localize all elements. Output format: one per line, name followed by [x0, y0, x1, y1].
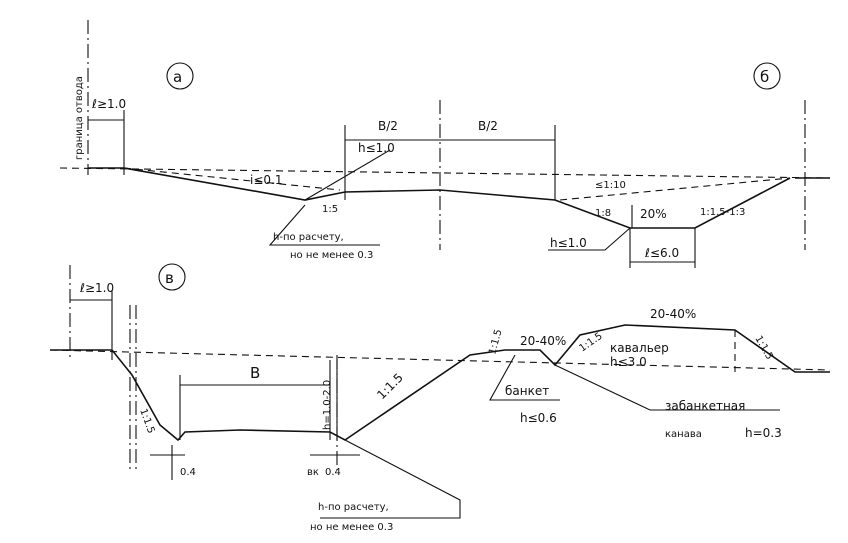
ditch-1: забанкетная	[665, 399, 745, 413]
ditch-leader	[554, 364, 780, 411]
slope-1-15: 1:1.5-1:3	[700, 207, 745, 218]
cav-label: кавальер	[610, 341, 669, 355]
top-profile	[123, 167, 791, 229]
l-le-6: ℓ≤6.0	[644, 246, 679, 260]
l-min-bottom: ℓ≥1.0	[79, 281, 114, 295]
slope-bank: 1:1.5	[487, 328, 504, 356]
bottom-profile	[50, 324, 830, 442]
marker-b: б	[760, 68, 769, 86]
h-le-leader	[548, 227, 631, 251]
bk-label: вк	[307, 467, 319, 478]
top-section: граница отвода ℓ≥1.0 а б 1:5 i≤0.1 B/2	[59, 20, 831, 268]
bottom-section: в ℓ≥1.0 B h=1.0-2.0 1:1.5 1:1.5 0.4	[49, 263, 831, 533]
h-le-1: h≤1.0	[358, 141, 395, 155]
dash-slope-left	[123, 167, 341, 191]
marker-a-circle	[166, 62, 194, 90]
l-min-label: ℓ≥1.0	[91, 97, 126, 111]
ditch-2: канава	[665, 429, 702, 440]
slope-i: i≤0.1	[250, 173, 282, 187]
slope-1-5-line	[304, 149, 391, 201]
slope-cav-right: 1:1.5	[752, 334, 774, 362]
h-le-1-b: h≤1.0	[550, 236, 587, 250]
pct-20: 20%	[640, 207, 667, 221]
h-range: h=1.0-2.0	[322, 380, 333, 430]
dim-04-left-text: 0.4	[180, 467, 196, 478]
ground-line	[59, 167, 831, 179]
dash-slope-right	[559, 177, 791, 201]
h-calc-bottom-2: но не менее 0.3	[310, 522, 393, 533]
slope-1-10: ≤1:10	[595, 180, 626, 191]
marker-v-circle	[158, 263, 186, 291]
h-calc-1: h-по расчету,	[273, 232, 344, 243]
ditch-h: h=0.3	[745, 426, 782, 440]
h-calc-leader-bottom	[320, 439, 461, 519]
slope-1-5: 1:5	[322, 204, 338, 215]
pct-bank: 20-40%	[520, 334, 566, 348]
bank-leader	[489, 354, 560, 401]
marker-v: в	[165, 269, 174, 287]
slope-left-bottom: 1:1.5	[137, 407, 156, 435]
pct-cav: 20-40%	[650, 307, 696, 321]
ground-line-bottom	[49, 349, 831, 371]
h-calc-leader	[268, 204, 380, 246]
bank-label: банкет	[505, 384, 549, 398]
cav-h: h≤3.0	[610, 355, 647, 369]
marker-a: а	[173, 68, 182, 86]
h-calc-bottom-1: h-по расчету,	[318, 502, 389, 513]
dim-04-right-text: 0.4	[325, 467, 341, 478]
slope-1-8: 1:8	[595, 208, 611, 219]
half-b-right: B/2	[478, 119, 498, 133]
slope-mid-bottom: 1:1.5	[374, 370, 406, 402]
b-label: B	[250, 364, 260, 382]
h-calc-2: но не менее 0.3	[290, 250, 373, 261]
bank-h: h≤0.6	[520, 411, 557, 425]
half-b-left: B/2	[378, 119, 398, 133]
marker-b-circle	[753, 62, 781, 90]
boundary-label: граница отвода	[74, 76, 85, 160]
